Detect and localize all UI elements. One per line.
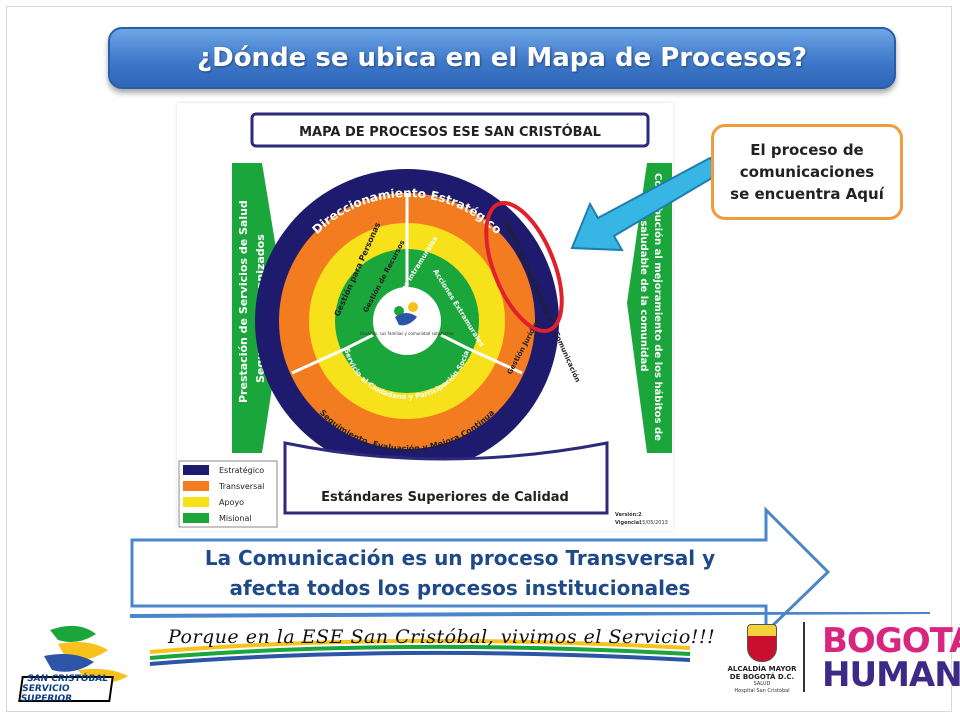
version-label: Versión:2 — [615, 511, 642, 518]
right-bar-text-2: vida saludable de la comunidad — [638, 193, 649, 371]
alcaldia-line-2: DE BOGOTÁ D.C. — [729, 673, 795, 681]
right-bar-text-1: Contribución al mejoramiento de los hábi… — [652, 173, 664, 441]
footer-ribbon — [130, 612, 930, 666]
slide-border — [6, 6, 952, 712]
alcaldia-sub-2: Hospital San Cristóbal — [734, 688, 790, 694]
bogota-word: BOGOTÁ — [822, 621, 960, 661]
footer-logo-line-2: SERVICIO SUPERIOR — [19, 684, 73, 704]
bottom-band-text: Estándares Superiores de Calidad — [321, 490, 569, 505]
highlight-ellipse — [484, 200, 564, 334]
alcaldia-sub-1: SALUD — [753, 681, 771, 687]
footer-logo-text: SAN CRISTÓBAL SERVICIO SUPERIOR — [18, 674, 114, 704]
map-header-text: MAPA DE PROCESOS ESE SAN CRISTÓBAL — [299, 124, 601, 140]
center-caption: Usuarios, sus familias y comunidad satis… — [360, 331, 454, 336]
alcaldia-line-1: ALCALDÍA MAYOR — [727, 665, 797, 673]
process-map-image: MAPA DE PROCESOS ESE SAN CRISTÓBAL Prest… — [177, 103, 673, 531]
center-logo-icon — [394, 306, 404, 316]
alcaldia-logo: ALCALDÍA MAYOR DE BOGOTÁ D.C. SALUD Hosp… — [722, 624, 802, 710]
vigencia-label: Vigencia: — [615, 520, 641, 526]
bogota-humana-logo: BOGOTÁ HUMANA — [822, 621, 960, 695]
legend: Estratégico Transversal Apoyo Misional — [178, 460, 278, 528]
legend-swatch-misional — [183, 513, 209, 523]
legend-label-transversal: Transversal — [218, 482, 264, 491]
vigencia-value: 15/05/2013 — [639, 520, 668, 526]
banner-text: La Comunicación es un proceso Transversa… — [150, 540, 770, 606]
legend-label-strategic: Estratégico — [219, 465, 264, 475]
bogota-crest-icon — [747, 624, 777, 662]
left-bar-text-1: Prestación de Servicios de Salud — [237, 200, 250, 403]
process-map-diagram: MAPA DE PROCESOS ESE SAN CRISTÓBAL Prest… — [177, 103, 672, 528]
banner-line-2: afecta todos los procesos institucionale… — [229, 576, 691, 600]
footer-logo-line-1: SAN CRISTÓBAL — [26, 674, 109, 684]
bottom-band — [283, 441, 609, 515]
callout-box: El proceso de comunicaciones se encuentr… — [711, 124, 903, 220]
legend-swatch-transversal — [183, 481, 209, 491]
map-header-box — [250, 112, 650, 148]
banner-arrow-shape — [130, 506, 831, 636]
legend-label-misional: Misional — [219, 514, 252, 523]
legend-label-apoyo: Apoyo — [219, 498, 244, 507]
legend-swatch-strategic — [183, 465, 209, 475]
callout-line-1: El proceso de — [750, 141, 864, 159]
footer-divider — [803, 622, 805, 692]
legend-swatch-apoyo — [183, 497, 209, 507]
right-green-bar — [627, 163, 672, 453]
humana-word: HUMANA — [822, 655, 960, 695]
slide-title: ¿Dónde se ubica en el Mapa de Procesos? — [108, 27, 896, 89]
footer-slogan: Porque en la ESE San Cristóbal, vivimos … — [168, 626, 716, 648]
banner-line-1: La Comunicación es un proceso Transversa… — [204, 546, 716, 570]
callout-line-3: se encuentra Aquí — [730, 185, 884, 203]
pointer-arrow-icon — [570, 156, 724, 252]
callout-line-2: comunicaciones — [739, 163, 875, 181]
